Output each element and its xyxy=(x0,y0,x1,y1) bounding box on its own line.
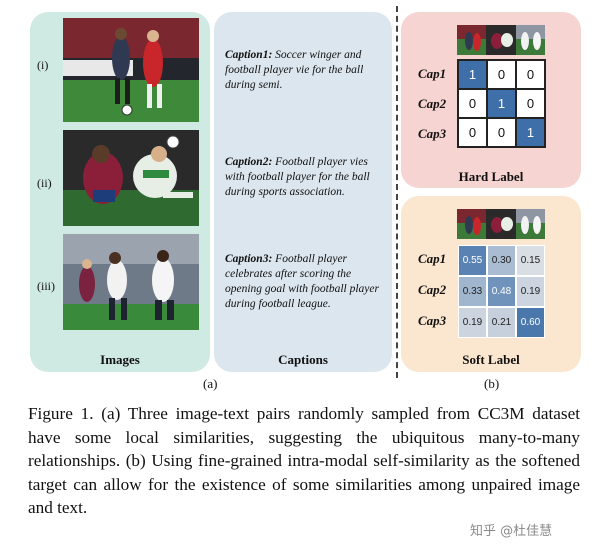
soft-cell-r3-c2: 0.21 xyxy=(487,307,516,338)
figure-caption: Figure 1. (a) Three image-text pairs ran… xyxy=(28,404,580,517)
subfigure-label-a: (a) xyxy=(203,376,218,391)
hard-cell-r2-c2: 1 xyxy=(487,89,516,118)
caption-1: Caption1: Soccer winger and football pla… xyxy=(225,48,387,93)
soft-label-thumbnail-strip xyxy=(457,209,545,239)
caption-1-text: Soccer winger and football player vie fo… xyxy=(225,49,364,91)
captions-panel-title: Captions xyxy=(278,352,328,367)
soft-cell-r1-c3: 0.15 xyxy=(516,245,545,276)
soft-cell-r2-c2: 0.48 xyxy=(487,276,516,307)
dashed-divider xyxy=(396,6,398,378)
soft-row-label-1: Cap1 xyxy=(418,251,447,266)
zhihu-watermark: 知乎 @杜佳慧 xyxy=(470,524,553,539)
caption-2-lead: Caption2: xyxy=(225,156,273,168)
hard-cell-r2-c1: 0 xyxy=(458,89,487,118)
caption-3: Caption3: Football player celebrates aft… xyxy=(225,252,387,312)
hard-cell-r1-c2: 0 xyxy=(487,60,516,89)
soccer-photo-3 xyxy=(63,234,199,330)
soft-cell-r2-c1: 0.33 xyxy=(458,276,487,307)
hard-label-panel: Hard Label xyxy=(401,12,581,188)
soft-row-label-2: Cap2 xyxy=(418,282,447,297)
hard-cell-r1-c1: 1 xyxy=(458,60,487,89)
caption-3-text: Football player celebrates after scoring… xyxy=(225,253,379,310)
caption-2-text: Football player vies with football playe… xyxy=(225,156,370,198)
soft-cell-r2-c3: 0.19 xyxy=(516,276,545,307)
hard-cell-r3-c1: 0 xyxy=(458,118,487,147)
hard-label-thumbnail-strip xyxy=(457,25,545,55)
hard-label-title: Hard Label xyxy=(458,169,524,184)
hard-cell-r3-c2: 0 xyxy=(487,118,516,147)
pair-numeral-2: (ii) xyxy=(37,176,52,190)
soccer-photo-2 xyxy=(63,130,199,226)
hard-cell-r3-c3: 1 xyxy=(516,118,545,147)
hard-row-label-3: Cap3 xyxy=(418,126,447,141)
hard-row-label-2: Cap2 xyxy=(418,96,447,111)
soccer-photo-1 xyxy=(63,18,199,122)
hard-row-label-1: Cap1 xyxy=(418,66,447,81)
soft-cell-r1-c1: 0.55 xyxy=(458,245,487,276)
pair-numeral-3: (iii) xyxy=(37,279,55,293)
soft-cell-r1-c2: 0.30 xyxy=(487,245,516,276)
captions-panel: Captions xyxy=(214,12,392,372)
soft-label-title: Soft Label xyxy=(462,352,520,367)
images-panel-title: Images xyxy=(100,352,140,367)
soft-cell-r3-c3: 0.60 xyxy=(516,307,545,338)
hard-cell-r1-c3: 0 xyxy=(516,60,545,89)
caption-2: Caption2: Football player vies with foot… xyxy=(225,155,387,200)
caption-1-lead: Caption1: xyxy=(225,49,273,61)
subfigure-label-b: (b) xyxy=(484,376,500,391)
soft-row-label-3: Cap3 xyxy=(418,313,447,328)
hard-cell-r2-c3: 0 xyxy=(516,89,545,118)
pair-numeral-1: (i) xyxy=(37,58,49,72)
caption-3-lead: Caption3: xyxy=(225,253,273,265)
soft-cell-r3-c1: 0.19 xyxy=(458,307,487,338)
